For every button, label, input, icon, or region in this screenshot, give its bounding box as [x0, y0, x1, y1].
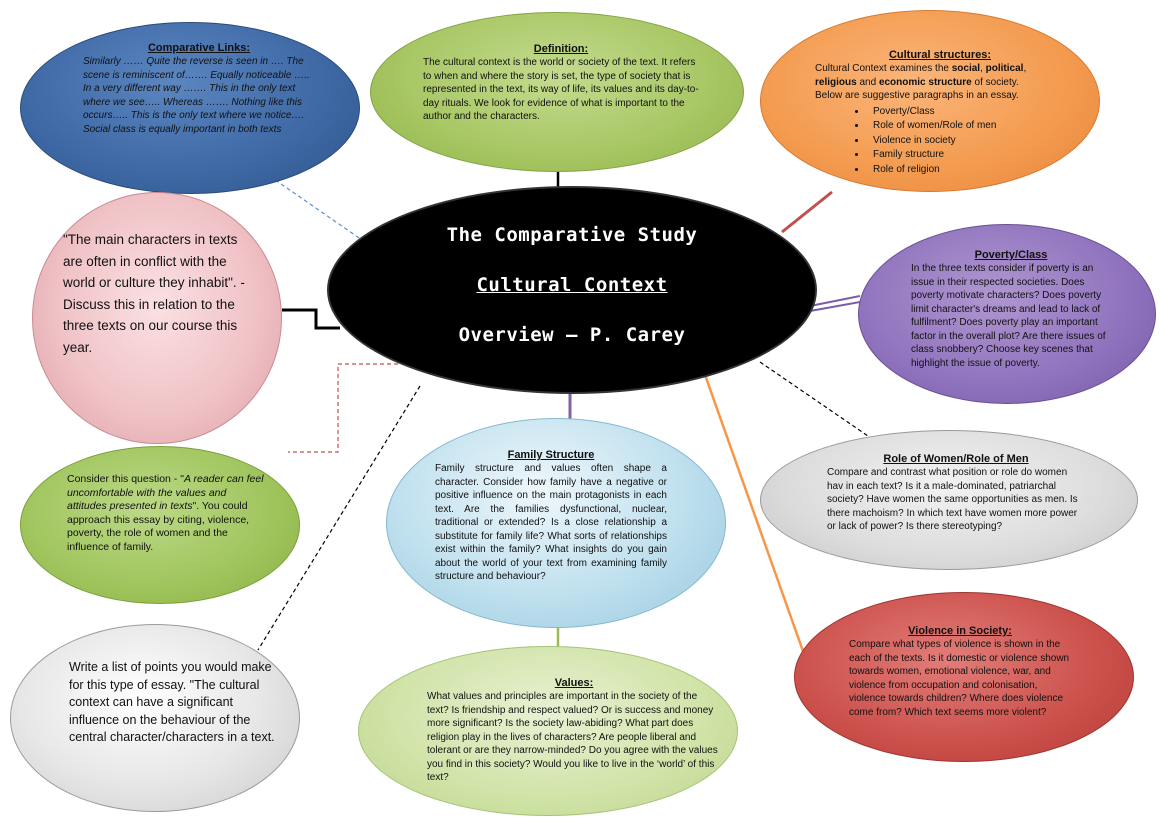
- question-bubble: Consider this question - "A reader can f…: [20, 446, 300, 604]
- comparative-links-text: Similarly …… Quite the reverse is seen i…: [83, 56, 310, 135]
- poverty-class-text: In the three texts consider if poverty i…: [911, 263, 1106, 369]
- connector-roles: [759, 361, 869, 437]
- list-points-text: Write a list of points you would make fo…: [69, 660, 275, 744]
- comparative-links-bubble: Comparative Links: Similarly …… Quite th…: [20, 22, 360, 194]
- roles-bubble: Role of Women/Role of Men Compare and co…: [760, 430, 1138, 570]
- central-title: The Comparative Study: [446, 224, 698, 246]
- list-item: Role of religion: [867, 163, 1065, 178]
- definition-bubble: Definition: The cultural context is the …: [370, 12, 744, 172]
- roles-text: Compare and contrast what position or ro…: [827, 467, 1078, 532]
- cultural-structures-title: Cultural structures:: [888, 49, 992, 61]
- cultural-structures-bubble: Cultural structures: Cultural Context ex…: [760, 10, 1100, 192]
- central-subtitle: Cultural Context: [476, 274, 668, 296]
- family-structure-title: Family Structure: [507, 449, 595, 461]
- connector-question: [288, 363, 412, 453]
- poverty-class-bubble: Poverty/Class In the three texts conside…: [858, 224, 1156, 404]
- question-text: Consider this question - "A reader can f…: [67, 473, 264, 553]
- central-topic-bubble: The Comparative Study Cultural Context O…: [327, 186, 817, 394]
- connector-violence: [702, 371, 806, 655]
- violence-text: Compare what types of violence is shown …: [849, 639, 1070, 718]
- list-item: Family structure: [867, 148, 1065, 163]
- values-text: What values and principles are important…: [427, 691, 718, 783]
- list-points-bubble: Write a list of points you would make fo…: [10, 624, 300, 812]
- cultural-structures-list: Poverty/Class Role of women/Role of men …: [815, 105, 1065, 178]
- connector-poverty-a: [809, 295, 861, 307]
- family-structure-text: Family structure and values often shape …: [435, 463, 667, 582]
- connector-quote: [282, 308, 340, 330]
- values-bubble: Values: What values and principles are i…: [358, 646, 738, 816]
- list-item: Poverty/Class: [867, 105, 1065, 120]
- roles-title: Role of Women/Role of Men: [883, 453, 1029, 465]
- connector-poverty-b: [809, 301, 861, 312]
- definition-text: The cultural context is the world or soc…: [423, 57, 699, 122]
- quote-bubble: "The main characters in texts are often …: [32, 192, 282, 444]
- connector-structures: [781, 190, 833, 234]
- violence-title: Violence in Society:: [908, 625, 1012, 637]
- family-structure-bubble: Family Structure Family structure and va…: [386, 418, 726, 628]
- list-item: Role of women/Role of men: [867, 119, 1065, 134]
- connector-list: [257, 385, 421, 651]
- values-title: Values:: [554, 677, 594, 689]
- central-author: Overview – P. Carey: [458, 324, 686, 346]
- comparative-links-title: Comparative Links:: [147, 42, 251, 54]
- cultural-structures-intro: Cultural Context examines the social, po…: [815, 63, 1027, 101]
- definition-title: Definition:: [533, 43, 589, 55]
- quote-text: "The main characters in texts are often …: [63, 232, 245, 355]
- poverty-class-title: Poverty/Class: [974, 249, 1048, 261]
- violence-bubble: Violence in Society: Compare what types …: [794, 592, 1134, 762]
- list-item: Violence in society: [867, 134, 1065, 149]
